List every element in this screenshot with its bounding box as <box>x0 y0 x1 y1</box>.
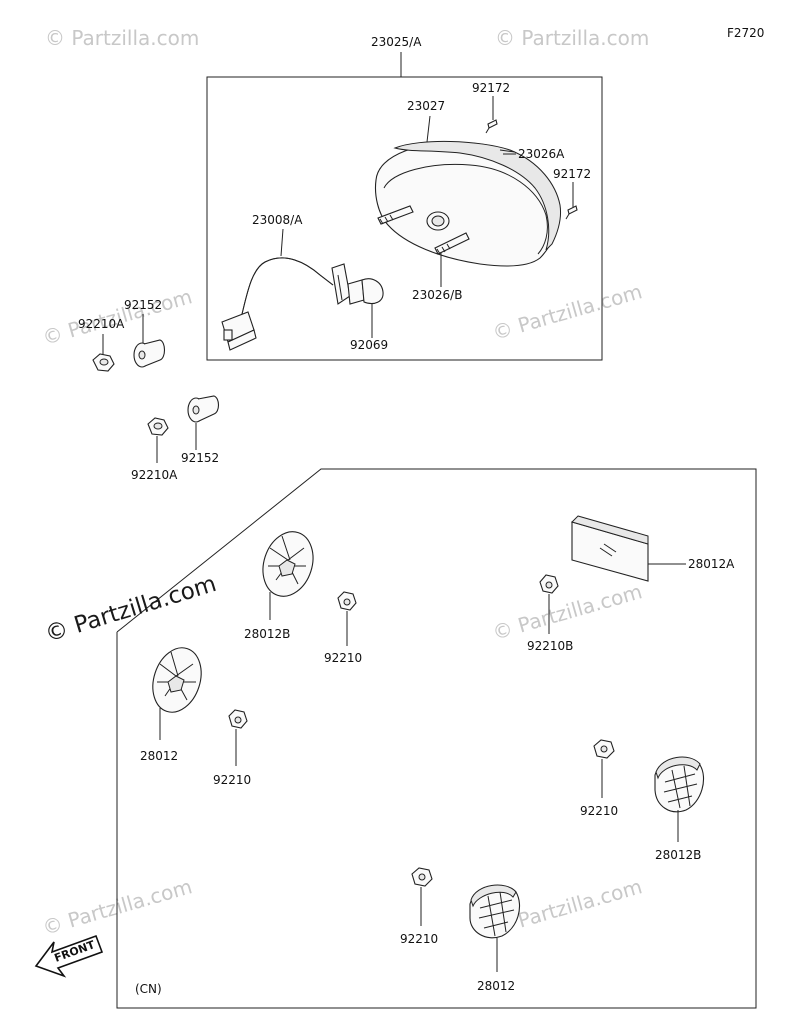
label-assembly: 23025/A <box>371 35 422 49</box>
label-washer-lower: 92152 <box>181 451 219 465</box>
bulb-icon <box>347 278 384 338</box>
label-nut-upper: 92210A <box>78 317 125 331</box>
tail-light-assembly-box: 23025/A 23027 92172 23026A <box>206 35 603 361</box>
nut-icon <box>337 591 357 646</box>
label-screw-right: 92172 <box>553 167 591 181</box>
label-washer-upper: 92152 <box>124 298 162 312</box>
label-screw-top: 92172 <box>472 81 510 95</box>
watermark-layer: © Partzilla.com © Partzilla.com © Partzi… <box>40 26 650 940</box>
washer-icon <box>133 314 166 368</box>
label-nut-top: 92210 <box>324 651 362 665</box>
screw-icon <box>565 182 578 220</box>
watermark: © Partzilla.com <box>490 579 645 645</box>
figure-code: F2720 <box>727 26 764 40</box>
mounting-stud <box>377 205 470 255</box>
bulb-socket-harness <box>221 257 351 351</box>
label-nut-bottom: 92210 <box>400 932 438 946</box>
reflector-icon <box>654 756 704 842</box>
label-nut-b: 92210B <box>527 639 573 653</box>
nut-icon <box>539 574 559 634</box>
reflector-icon <box>469 884 520 972</box>
reflector-icon <box>571 515 686 582</box>
tail-lens <box>374 140 561 267</box>
reflector-icon <box>152 647 202 740</box>
nut-icon <box>147 417 169 463</box>
reflector-region-box <box>116 468 757 1009</box>
label-lens: 23027 <box>407 99 445 113</box>
label-socket: 23008/A <box>252 213 303 227</box>
watermark: © Partzilla.com <box>45 26 199 50</box>
screw-icon <box>485 96 498 134</box>
label-reflector-left: 28012 <box>140 749 178 763</box>
watermark: © Partzilla.com <box>495 26 649 50</box>
watermark: © Partzilla.com <box>490 279 645 345</box>
label-stud: 23026/B <box>412 288 462 302</box>
front-arrow-icon: FRONT <box>34 934 104 978</box>
nut-icon <box>92 334 115 372</box>
reflector-icon <box>262 531 314 620</box>
label-reflector-a: 28012A <box>688 557 735 571</box>
region-code: (CN) <box>135 982 162 996</box>
label-reflector-b-right: 28012B <box>655 848 701 862</box>
label-nut-lower: 92210A <box>131 468 178 482</box>
washer-icon <box>187 395 220 450</box>
label-reflector-b-top: 28012B <box>244 627 290 641</box>
label-nut-right: 92210 <box>580 804 618 818</box>
nut-icon <box>593 739 615 798</box>
nut-icon <box>228 709 248 766</box>
nut-icon <box>411 867 433 926</box>
label-nut-left: 92210 <box>213 773 251 787</box>
label-housing: 23026A <box>518 147 565 161</box>
label-reflector-bottom: 28012 <box>477 979 515 993</box>
watermark: © Partzilla.com <box>42 571 219 648</box>
label-bulb: 92069 <box>350 338 388 352</box>
